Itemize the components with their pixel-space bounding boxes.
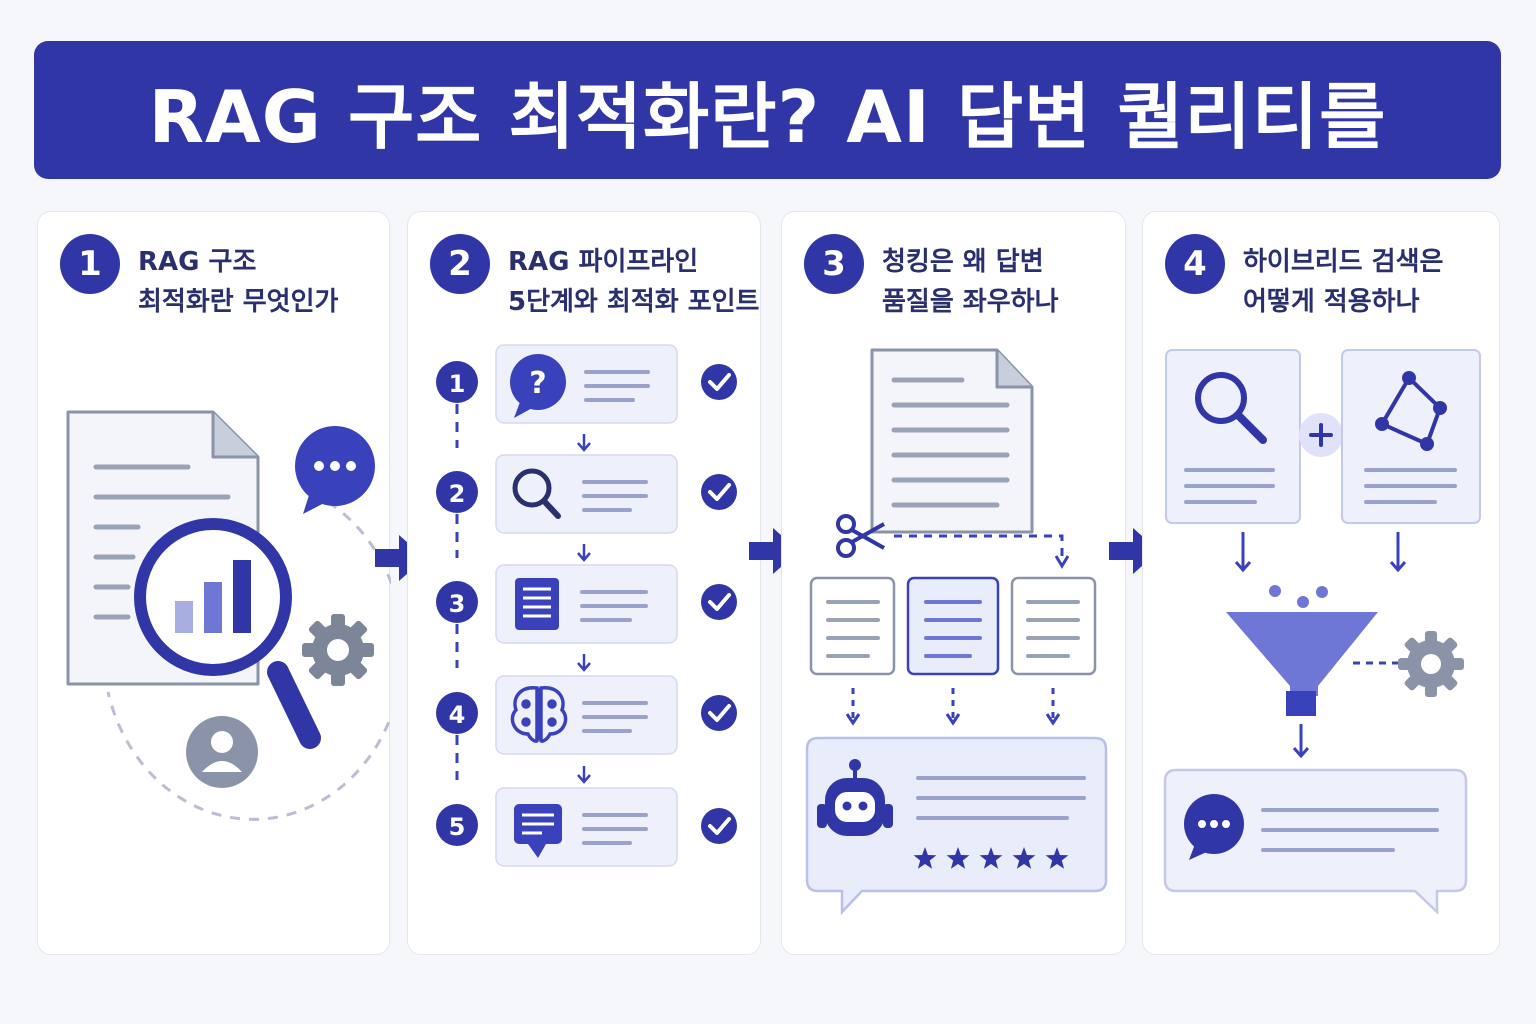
panel-title-line2: 최적화란 무엇인가 [138, 287, 339, 317]
panel-header: 4 하이브리드 검색은 어떻게 적용하나 [1165, 234, 1443, 322]
star-icon [1012, 847, 1036, 869]
search-icon [512, 468, 561, 519]
panel-title-line2: 5단계와 최적화 포인트 [508, 287, 760, 317]
star-icon [946, 847, 970, 869]
question-bubble-icon: ? [510, 354, 566, 418]
pipeline-step-number: 1 [449, 370, 466, 398]
robot-icon [817, 759, 893, 836]
brain-icon [510, 686, 568, 743]
pipeline-step-number: 3 [449, 590, 466, 618]
pipeline-step: 5 [436, 787, 737, 867]
panel-title: RAG 파이프라인 5단계와 최적화 포인트 [508, 242, 759, 322]
panel-header: 1 RAG 구조 최적화란 무엇인가 [60, 234, 338, 322]
rating-stars [913, 847, 1069, 869]
panel-chunking: 3 청킹은 왜 답변 품질을 좌우하나 [781, 211, 1126, 955]
svg-text:?: ? [529, 366, 546, 401]
search-icon [1195, 372, 1267, 444]
pipeline-steps: 1 ? 2 [436, 344, 737, 867]
chunk-card [809, 576, 896, 676]
pipeline-step-number: 4 [449, 701, 466, 729]
keyword-search-card [1165, 349, 1301, 524]
panel-header: 3 청킹은 왜 답변 품질을 좌우하나 [804, 234, 1059, 322]
pipeline-step: 2 [436, 454, 737, 562]
document-icon [870, 348, 1034, 534]
scissors-icon [836, 514, 885, 558]
panel-title-line1: 하이브리드 검색은 [1243, 247, 1444, 277]
panel-hybrid-search: 4 하이브리드 검색은 어떻게 적용하나 [1142, 211, 1500, 955]
funnel-icon [1226, 585, 1378, 716]
panel-title: 청킹은 왜 답변 품질을 좌우하나 [882, 242, 1059, 322]
hybrid-search-illustration [1163, 349, 1481, 915]
gear-icon [302, 614, 374, 686]
step-badge: 2 [430, 234, 490, 294]
page-title: RAG 구조 최적화란? AI 답변 퀄리티를 [148, 74, 1387, 159]
gear-icon [1398, 631, 1464, 697]
panel-header: 2 RAG 파이프라인 5단계와 최적화 포인트 [430, 234, 759, 322]
pipeline-step-number: 5 [449, 813, 466, 841]
panel-title-line2: 품질을 좌우하나 [882, 287, 1059, 317]
chunk-card-selected [906, 576, 1000, 676]
document-icon [515, 578, 559, 630]
vector-search-card [1341, 349, 1481, 524]
star-icon [979, 847, 1003, 869]
panel-title-line2: 어떻게 적용하나 [1243, 287, 1420, 317]
answer-bubble [1163, 768, 1468, 915]
chat-bubble-icon [295, 426, 375, 514]
plus-icon [1299, 413, 1343, 457]
step-badge: 4 [1165, 234, 1225, 294]
pipeline-step: 3 [436, 564, 737, 672]
chunking-illustration [805, 348, 1108, 916]
panel-title-line1: RAG 파이프라인 [508, 247, 699, 277]
panel-title-line1: RAG 구조 [138, 247, 257, 277]
star-icon [913, 847, 937, 869]
magnifier-chart-icon [134, 518, 321, 749]
title-banner: RAG 구조 최적화란? AI 답변 퀄리티를 [34, 41, 1501, 179]
pipeline-step-number: 2 [449, 480, 466, 508]
panel-title: 하이브리드 검색은 어떻게 적용하나 [1243, 242, 1443, 322]
flow-arrow-icon [749, 528, 799, 574]
step-badge: 1 [60, 234, 120, 294]
panel-title: RAG 구조 최적화란 무엇인가 [138, 242, 338, 322]
chat-bubble-icon [1184, 794, 1244, 860]
pipeline-step: 4 [436, 675, 737, 784]
chunk-arrows [845, 688, 1061, 726]
panel-rag-optimization: 1 RAG 구조 최적화란 무엇인가 [37, 211, 391, 955]
user-avatar-icon [186, 716, 258, 788]
step-badge: 3 [804, 234, 864, 294]
star-icon [1045, 847, 1069, 869]
panel-rag-pipeline: 2 RAG 파이프라인 5단계와 최적화 포인트 1 ? [407, 211, 761, 955]
ai-answer-bubble [805, 736, 1108, 916]
flow-arrow-icon [375, 535, 425, 581]
rag-overview-illustration [66, 410, 391, 821]
panel-title-line1: 청킹은 왜 답변 [882, 247, 1044, 277]
flow-arrow-icon [1109, 528, 1159, 574]
pipeline-step: 1 ? [436, 344, 737, 452]
chat-icon [514, 804, 562, 858]
network-graph-icon [1375, 371, 1447, 451]
chunk-card [1010, 576, 1097, 676]
